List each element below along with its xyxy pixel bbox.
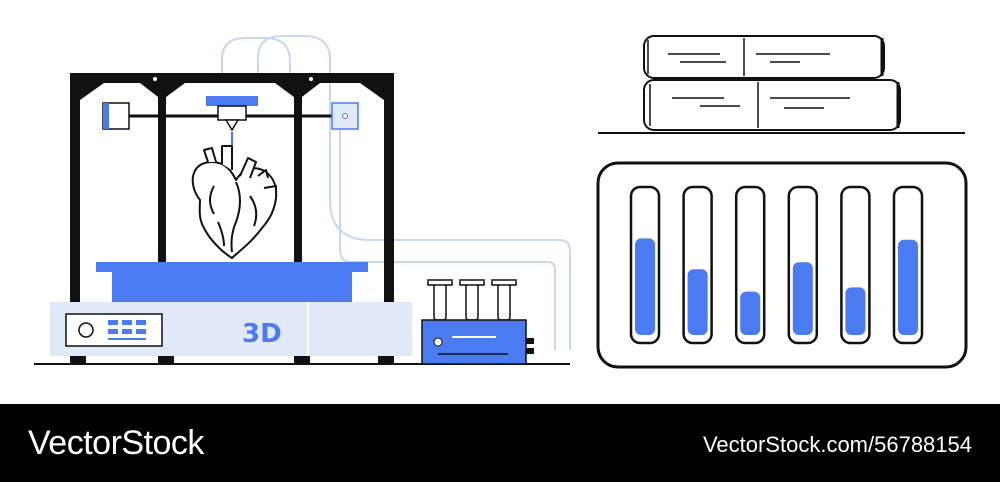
image-id-text: VectorStock.com/56788154 [702, 432, 972, 457]
tube-level-2 [687, 269, 708, 335]
print-head [206, 96, 258, 106]
tube-level-1 [635, 238, 655, 335]
brand-logo: VectorStock [28, 424, 204, 462]
print-bed [96, 262, 368, 272]
tube-level-panel [596, 161, 968, 369]
book-stack [643, 35, 901, 131]
tube-level-3 [740, 291, 761, 335]
tube-group [629, 185, 924, 345]
tube-level-6 [898, 239, 918, 335]
tube-level-4 [792, 262, 813, 335]
printer-post-left [70, 73, 80, 303]
heart-model [191, 145, 278, 259]
printer-3d-label: 3D [242, 319, 282, 349]
footer-bar: VectorStock VectorStock.com/56788154 [0, 404, 1000, 482]
printer-post-inner-left [158, 73, 166, 303]
3d-printer: 3D [50, 73, 412, 365]
illustration: 3D [34, 35, 968, 369]
book-bottom [643, 79, 901, 131]
book-top [643, 35, 885, 79]
tube-level-5 [845, 287, 866, 335]
printer-post-inner-right [294, 73, 302, 303]
filament-cables [221, 35, 571, 350]
printer-top-beam [70, 73, 394, 83]
printer-post-right [384, 73, 394, 303]
test-tube-device [421, 279, 534, 365]
